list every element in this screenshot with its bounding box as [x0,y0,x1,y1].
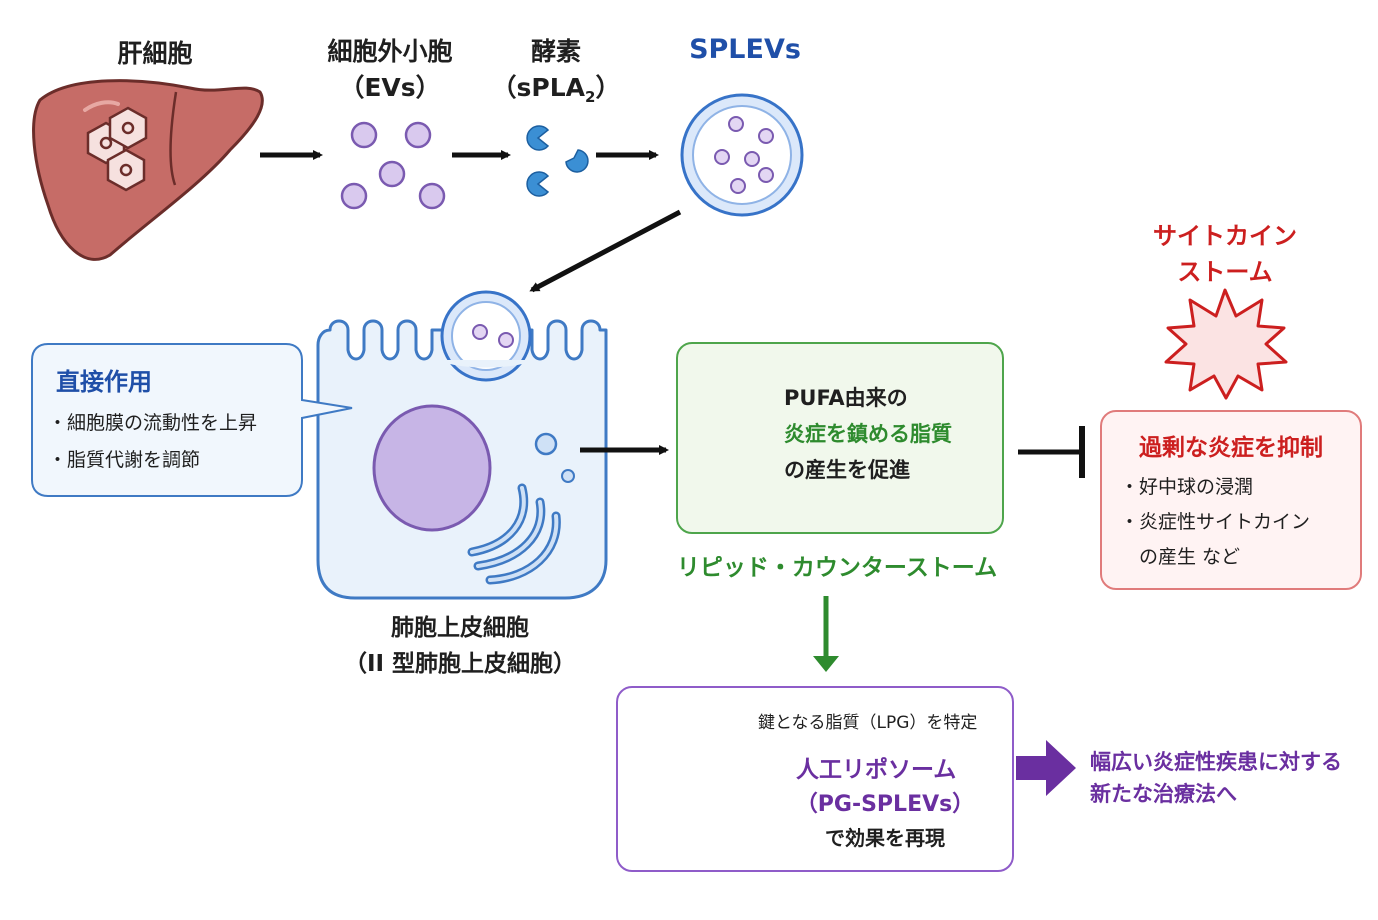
cytokine-burst-icon [1164,288,1288,400]
cytokine-storm-line-2: ストーム [1177,258,1273,286]
suppress-box [1100,410,1362,590]
liposome-line-3: で効果を再現 [825,826,945,850]
lipid-counter-storm-label: リピッド・カウンターストーム [676,555,998,581]
suppress-items: ・好中球の浸潤 ・炎症性サイトカイン の産生 など [1120,470,1310,575]
direct-action-item-2: ・脂質代謝を調節 [48,449,201,471]
alveolar-cell-icon [316,290,608,600]
alveolar-cell-label-line-1: 肺胞上皮細胞 [391,615,529,641]
suppress-item-1: ・好中球の浸潤 [1120,476,1254,498]
suppress-title: 過剰な炎症を抑制 [1139,435,1323,461]
direct-action-title: 直接作用 [56,368,152,396]
key-lipid-text: 鍵となる脂質（LPG）を特定 [758,713,978,733]
cytokine-storm-label: サイトカイン ストーム [1120,218,1330,290]
liver-label: 肝細胞 [117,39,193,68]
arrow-splevs-to-cell [529,209,682,293]
enzyme-label-line-1: 酵素 [530,37,581,66]
outcome-line-1: 幅広い炎症性疾患に対する [1090,750,1342,774]
outcome-line-2: 新たな治療法へ [1090,782,1237,806]
splevs-label: SPLEVs [689,34,801,65]
liver-icon [32,79,264,261]
evs-label-line-1: 細胞外小胞 [327,37,453,66]
splevs-icon [680,93,804,217]
inhibition-symbol [1018,426,1085,478]
enzyme-label: 酵素 （sPLA2） [486,34,626,115]
enzyme-label-line-2: （sPLA2） [491,73,621,106]
pufa-box [676,342,1004,534]
liposome-title-line-1: 人工リポソーム [796,757,957,783]
outcome-text: 幅広い炎症性疾患に対する 新たな治療法へ [1090,746,1342,810]
evs-label-line-2: （EVs） [339,73,441,102]
direct-action-item-1: ・細胞膜の流動性を上昇 [48,412,258,434]
pufa-line-1: PUFA由来の [784,386,908,410]
alveolar-cell-label: 肺胞上皮細胞 （II 型肺胞上皮細胞） [330,610,590,682]
suppress-item-3: の産生 など [1120,546,1241,568]
ev-vesicles-icon [340,121,446,210]
cytokine-storm-line-1: サイトカイン [1153,222,1297,250]
pufa-line-3: の産生を促進 [784,458,910,482]
evs-label: 細胞外小胞 （EVs） [300,34,480,106]
alveolar-cell-label-line-2: （II 型肺胞上皮細胞） [343,651,577,677]
pufa-text: PUFA由来の 炎症を鎮める脂質 の産生を促進 [784,380,952,488]
big-arrow-icon [1016,740,1076,796]
direct-action-bubble [31,343,353,497]
pufa-line-2: 炎症を鎮める脂質 [784,422,952,446]
suppress-item-2: ・炎症性サイトカイン [1120,511,1311,533]
liposome-title-line-2: （PG-SPLEVs） [795,792,975,817]
liposome-box [616,686,1014,872]
enzyme-icon [526,125,589,197]
